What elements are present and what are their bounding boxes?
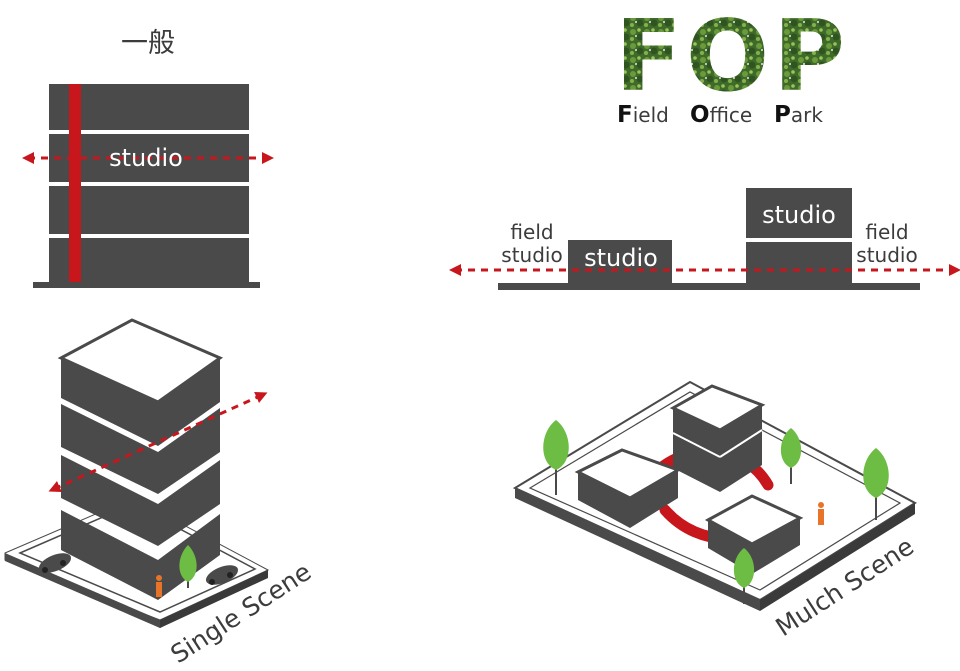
tree-icon <box>733 548 755 604</box>
tree-icon <box>863 448 889 520</box>
ground-line <box>33 282 260 288</box>
car-icon <box>38 553 72 573</box>
studio-label-small: studio <box>584 244 658 272</box>
fop-logo: FOP Field Office Park <box>615 0 849 128</box>
field-label-left: field <box>510 220 553 244</box>
floor-slab <box>49 238 249 282</box>
floor-slab <box>49 84 249 130</box>
studio-box-tall <box>673 405 762 492</box>
single-building-elevation: 一般 studio <box>22 28 274 288</box>
ground-line <box>498 283 920 290</box>
fop-moss-logo: FOP <box>615 0 849 114</box>
fop-section-diagram: field studio studio studio field studio <box>449 188 960 290</box>
field-studio-label-right: studio <box>856 243 917 267</box>
vertical-core <box>69 84 81 282</box>
mulch-scene-isometric: Mulch Scene <box>512 380 919 642</box>
studio-block-upper <box>746 188 852 238</box>
person-icon <box>818 502 824 525</box>
tower-roof <box>57 318 224 404</box>
field-label-right: field <box>865 220 908 244</box>
person-icon <box>156 575 162 597</box>
tree-icon <box>543 420 569 495</box>
tree-icon <box>179 545 197 588</box>
studio-label: studio <box>109 144 183 172</box>
studio-block-small <box>568 240 672 284</box>
field-studio-label-left: studio <box>501 243 562 267</box>
tower-floor <box>61 510 220 600</box>
logo-word-office: Office <box>690 102 752 128</box>
single-scene-isometric: Single Scene <box>4 318 316 669</box>
logo-word-park: Park <box>774 102 823 128</box>
floor-slab <box>49 186 249 234</box>
tree-icon <box>780 428 802 484</box>
logo-word-field: Field <box>617 102 669 128</box>
studio-block-lower <box>746 242 852 284</box>
studio-label-tall: studio <box>762 201 836 229</box>
heading-general: 一般 <box>121 28 175 59</box>
car-icon <box>205 565 239 585</box>
